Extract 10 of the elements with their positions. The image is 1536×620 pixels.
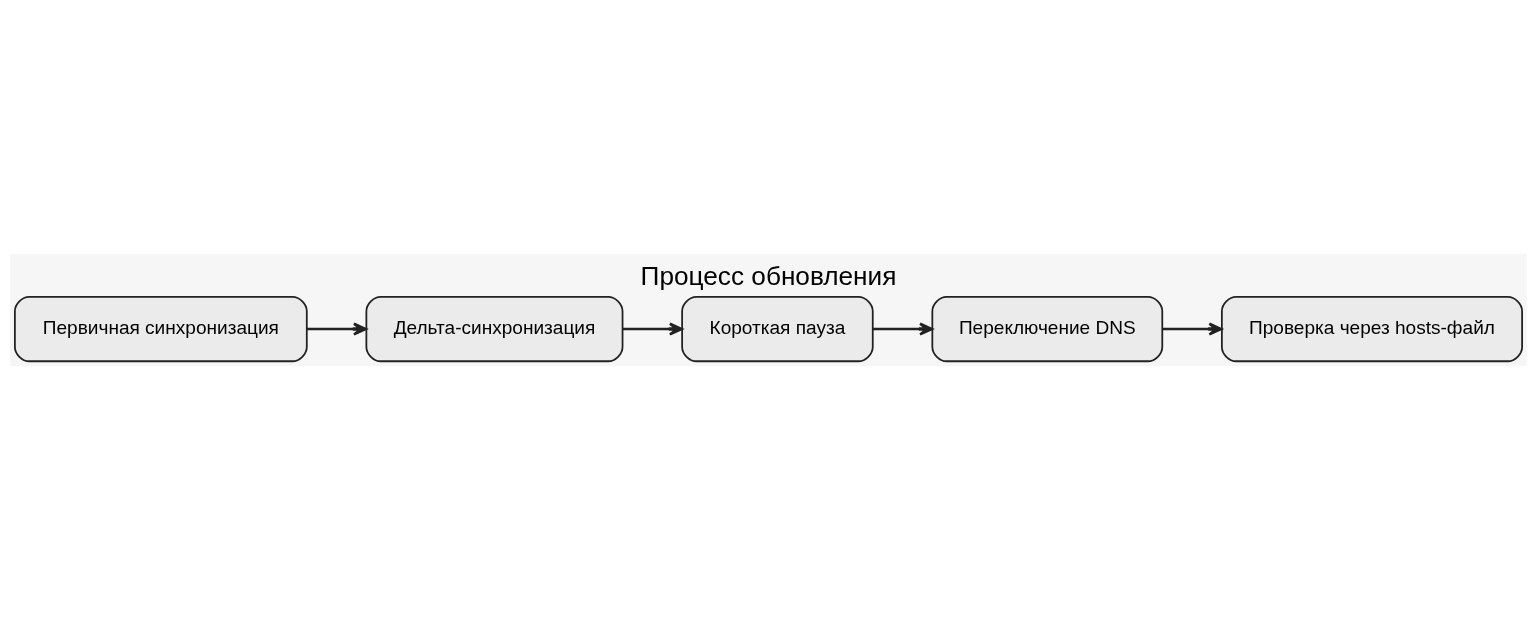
arrow xyxy=(1162,322,1222,336)
node-box: Дельта-синхронизация xyxy=(364,296,623,363)
arrow xyxy=(872,322,933,336)
node-box: Короткая пауза xyxy=(680,296,874,363)
arrow xyxy=(306,322,367,336)
arrow xyxy=(622,322,683,336)
diagram-title: Процесс обновления xyxy=(640,260,896,291)
node-box: Первичная синхронизация xyxy=(13,296,308,363)
node-box: Переключение DNS xyxy=(930,296,1163,363)
node-box: Проверка через hosts-файл xyxy=(1220,296,1523,363)
